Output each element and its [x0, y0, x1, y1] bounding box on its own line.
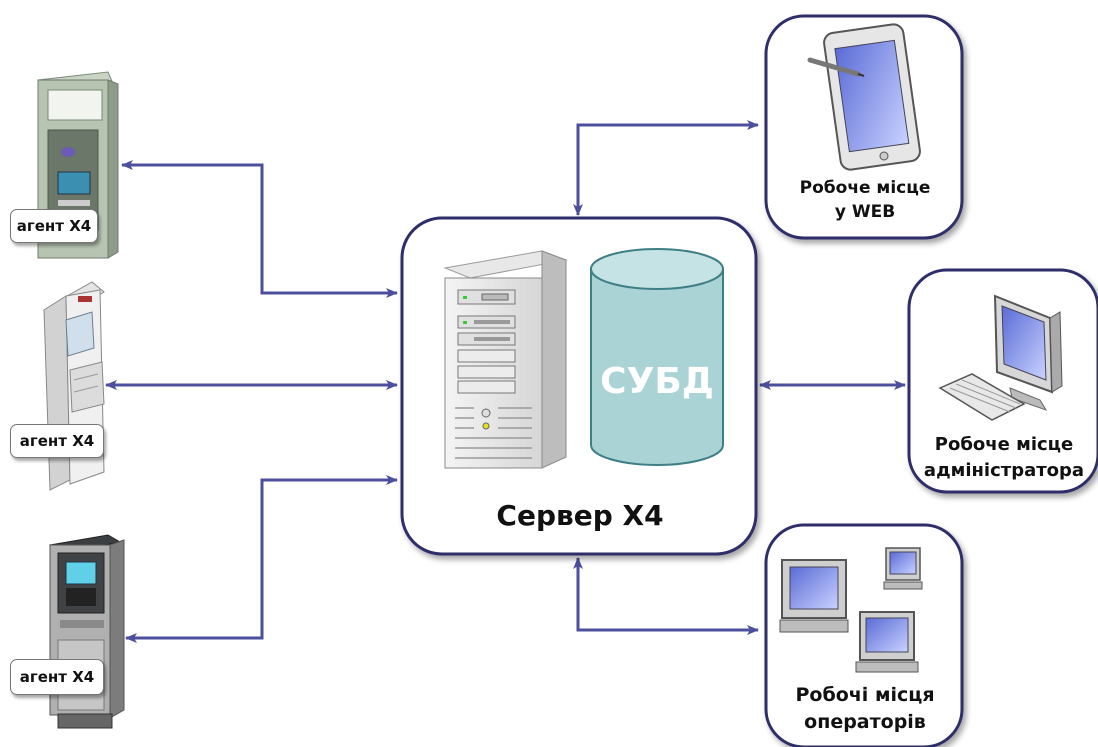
database-cylinder-icon [590, 248, 724, 466]
admin-workplace-line1: Робоче місце [934, 434, 1074, 455]
admin-workplace-line2: адміністратора [923, 460, 1085, 481]
computers-icon [779, 547, 923, 673]
server-title: Сервер X4 [496, 499, 663, 532]
connector-operators [573, 557, 759, 635]
operators-workplace-label: Робочі місця операторів [770, 682, 960, 736]
web-workplace-line1: Робоче місце [799, 178, 931, 198]
agent-label-1: агент X4 [10, 209, 98, 243]
admin-workplace-label: Робоче місце адміністратора [912, 432, 1096, 484]
tablet-icon [807, 23, 921, 171]
kiosk-icon [43, 281, 105, 491]
connector-agent-1 [121, 160, 398, 298]
monitor-keyboard-icon [938, 294, 1063, 421]
atm-standalone-icon [48, 534, 125, 729]
server-tower-icon [443, 250, 568, 469]
agent-label-2: агент X4 [10, 424, 104, 458]
connector-web [573, 120, 759, 216]
agent-label-3: агент X4 [10, 659, 104, 695]
operators-workplace-line2: операторів [804, 711, 926, 733]
web-workplace-label: Робоче місце у WEB [770, 176, 960, 224]
db-label: СУБД [600, 361, 714, 402]
web-workplace-line2: у WEB [834, 202, 896, 222]
connector-agent-3 [125, 475, 398, 643]
operators-workplace-line1: Робочі місця [795, 684, 935, 706]
connectors [105, 120, 906, 643]
